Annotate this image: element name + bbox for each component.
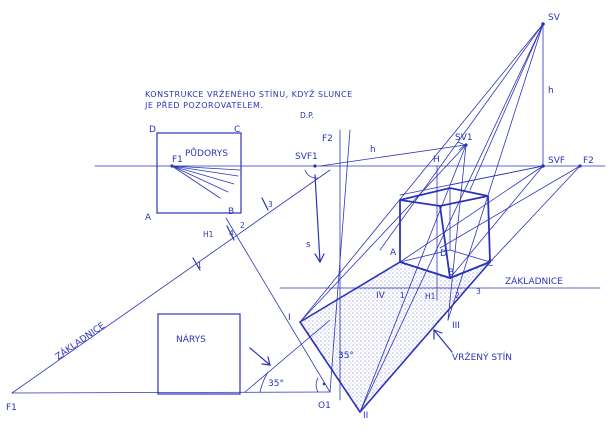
vertex-i: I	[288, 313, 291, 323]
svf1-label: SVF1	[295, 152, 318, 162]
base-num-2: 2	[455, 291, 460, 300]
elevation-view: NÁRYS	[157, 313, 241, 395]
s-label: s	[306, 240, 311, 250]
plan-view: PŮDORYS D C A B F1	[145, 125, 242, 223]
base-num-3: 3	[476, 287, 481, 296]
svf-label: SVF	[548, 156, 565, 166]
zakladnice-right-label: ZÁKLADNICE	[505, 275, 563, 287]
corner-d: D	[440, 249, 447, 259]
zakladnice-left-label: ZÁKLADNICE	[53, 319, 108, 362]
svg-text:NÁRYS: NÁRYS	[176, 333, 206, 345]
angle-label-shadow: 35°	[338, 351, 354, 361]
svg-text:A: A	[145, 213, 152, 223]
box	[399, 187, 491, 279]
corner-a: A	[390, 248, 397, 258]
title-line-2: JE PŘED POZOROVATELEM.	[144, 100, 263, 110]
f1-bottom-label: F1	[6, 403, 17, 413]
h1-label: H1	[425, 292, 436, 301]
angle-label-left: 35°	[268, 379, 284, 389]
corner-c: C	[487, 259, 493, 269]
plan-to-o1-line	[225, 217, 331, 393]
svg-text:PŮDORYS: PŮDORYS	[185, 147, 228, 159]
h-upper-label: H	[433, 155, 440, 165]
f2-top-label: F2	[322, 134, 333, 144]
svg-text:D: D	[149, 125, 156, 135]
plan-num-3: 3	[268, 200, 273, 209]
vertex-ii: II	[363, 411, 368, 421]
svg-text:F1: F1	[172, 155, 183, 165]
sun-ray-arrow	[249, 347, 271, 366]
f2-right-label: F2	[583, 156, 594, 166]
s-arrow	[314, 174, 321, 263]
signature: D.P.	[300, 111, 314, 120]
plan-h1-label: H1	[203, 230, 214, 239]
svg-text:C: C	[234, 125, 240, 135]
sv-label: SV	[548, 13, 561, 23]
plan-num-1: 1	[197, 261, 202, 270]
base-num-1: 1	[400, 291, 405, 300]
vrzeny-stin-label: VRŽENÝ STÍN	[452, 351, 512, 363]
h-right-label: h	[548, 86, 554, 96]
o1-label: O1	[318, 401, 331, 411]
left-base-line	[11, 169, 331, 394]
sv1-label: SV1	[455, 133, 473, 143]
svg-text:B: B	[228, 207, 234, 217]
plan-num-2: 2	[240, 221, 245, 230]
vertex-iii: III	[452, 321, 460, 331]
corner-b: B	[448, 268, 454, 278]
h-top-label: h	[370, 145, 376, 155]
title-line-1: KONSTRUKCE VRŽENÉHO STÍNU, KDYŽ SLUNCE	[145, 88, 353, 99]
plan-num-4: 4	[229, 229, 234, 238]
vertex-iv: IV	[376, 291, 386, 301]
